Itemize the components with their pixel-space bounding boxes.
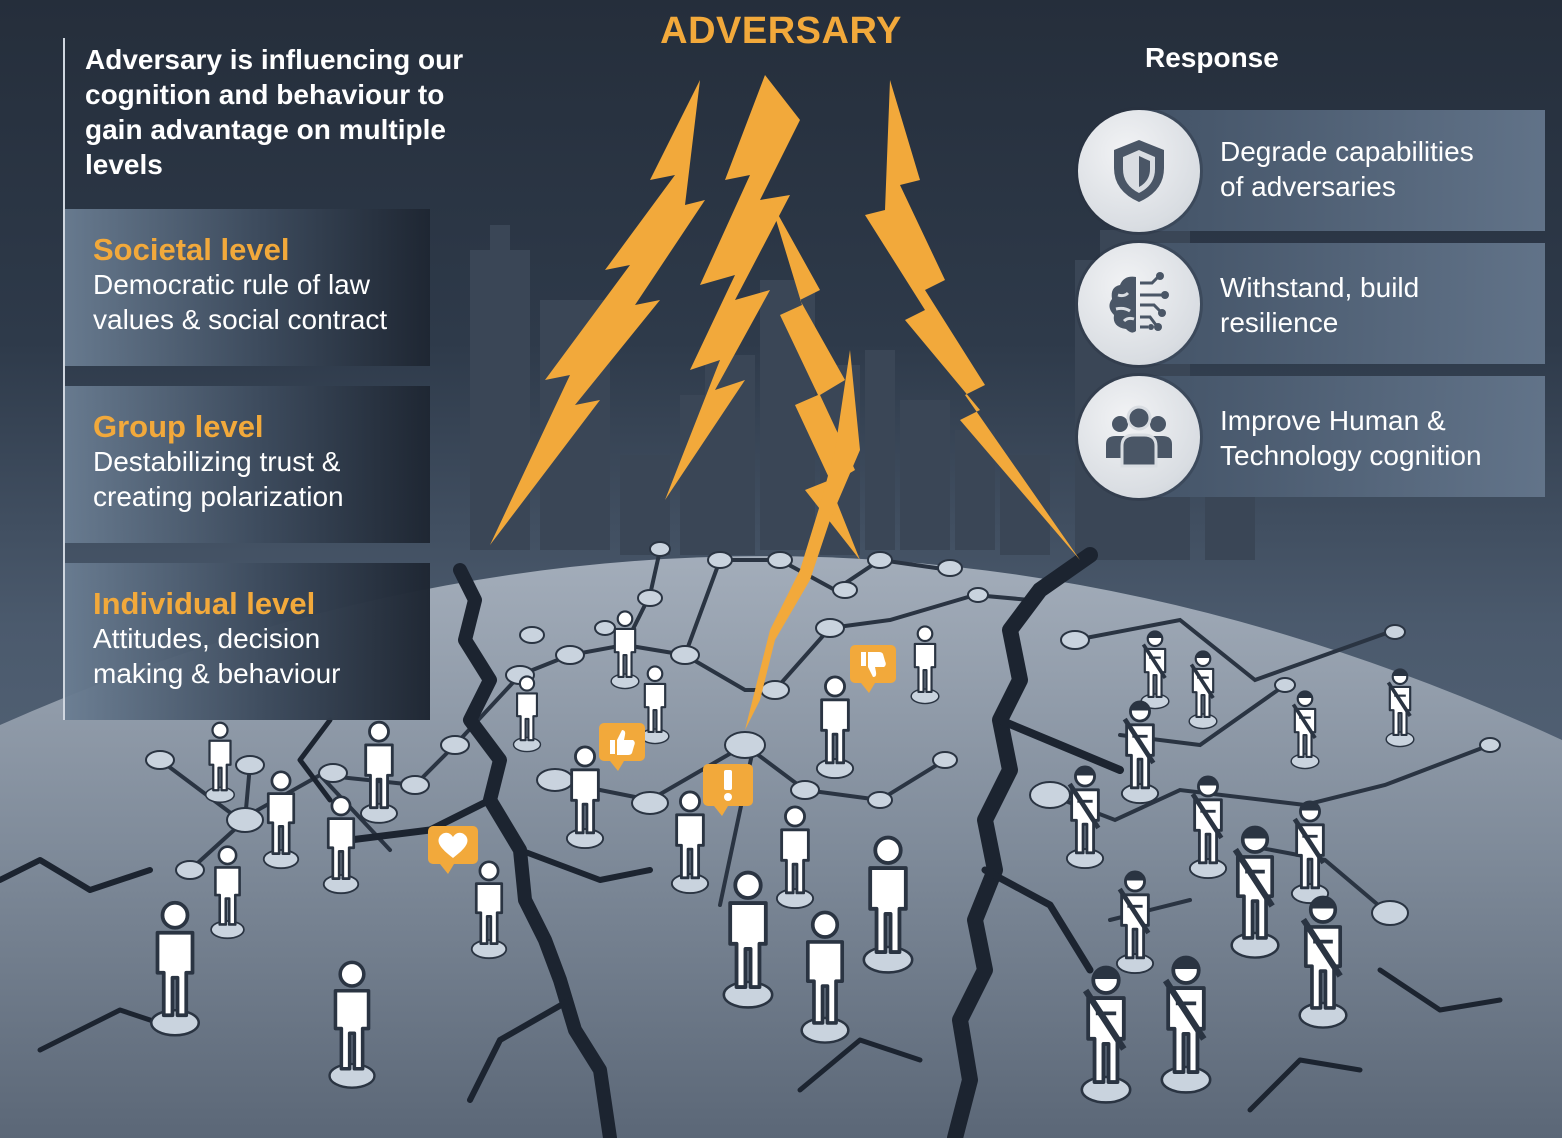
thumbs-down-icon [861, 652, 886, 677]
thumbs-down-bubble [850, 645, 896, 693]
intro-divider [63, 38, 65, 720]
response-line2: resilience [1220, 307, 1339, 338]
response-line1: Withstand, build [1220, 272, 1420, 303]
thumbs-up-icon [610, 730, 635, 755]
level-desc-line1: Democratic rule of law [93, 269, 370, 300]
response-line2: of adversaries [1220, 171, 1396, 202]
brain-circuit-icon [1109, 272, 1169, 333]
shield-icon [1114, 140, 1164, 202]
level-desc-line1: Attitudes, decision [93, 623, 321, 654]
level-desc-line2: making & behaviour [93, 658, 341, 689]
thumbs-up-bubble [599, 723, 645, 771]
level-title: Societal level [93, 232, 290, 267]
exclamation-icon [724, 770, 732, 790]
response-title: Response [1145, 42, 1279, 73]
response-text: Withstand, build resilience [1220, 270, 1540, 340]
response-card-improve: Improve Human & Technology cognition [1140, 376, 1545, 497]
response-line2: Technology cognition [1220, 440, 1482, 471]
response-text: Improve Human & Technology cognition [1220, 403, 1545, 473]
exclamation-bubble [703, 764, 753, 816]
people-group-icon [1106, 405, 1172, 468]
level-title: Individual level [93, 586, 316, 621]
response-icon-circle [1078, 376, 1200, 498]
heart-bubble [428, 826, 478, 874]
heart-icon [438, 832, 468, 858]
response-text: Degrade capabilities of adversaries [1220, 134, 1540, 204]
adversary-title: ADVERSARY [660, 10, 902, 52]
level-desc-line2: creating polarization [93, 481, 344, 512]
level-title: Group level [93, 409, 264, 444]
response-icon-circle [1078, 110, 1200, 232]
lightning-bolts [490, 75, 1080, 730]
level-card-individual: Individual level Attitudes, decision mak… [65, 563, 430, 720]
response-icon-circle [1078, 243, 1200, 365]
response-card-withstand: Withstand, build resilience [1140, 243, 1545, 364]
response-card-degrade: Degrade capabilities of adversaries [1140, 110, 1545, 231]
level-card-societal: Societal level Democratic rule of law va… [65, 209, 430, 366]
level-card-group: Group level Destabilizing trust & creati… [65, 386, 430, 543]
level-desc-line2: values & social contract [93, 304, 388, 335]
intro-text: Adversary is influencing our cognition a… [85, 44, 464, 180]
level-desc-line1: Destabilizing trust & [93, 446, 341, 477]
response-line1: Degrade capabilities [1220, 136, 1474, 167]
response-line1: Improve Human & [1220, 405, 1446, 436]
